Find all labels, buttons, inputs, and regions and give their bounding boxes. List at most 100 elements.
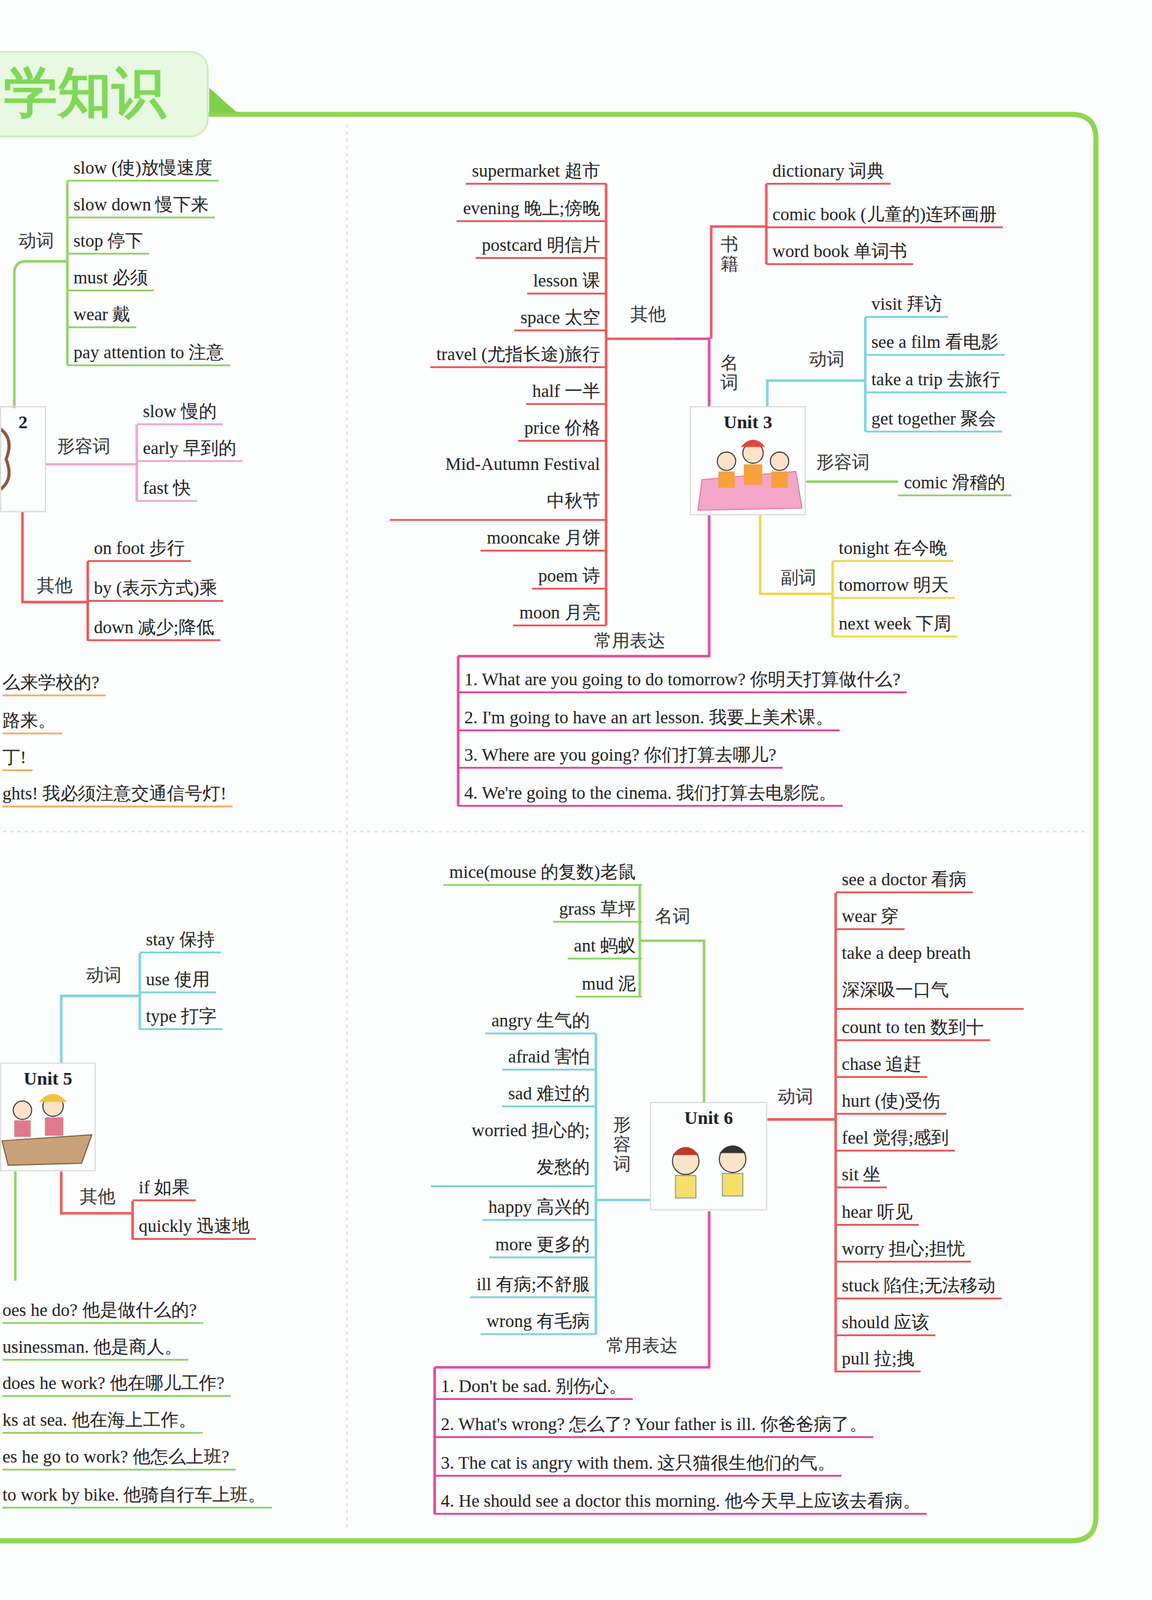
item-label: visit 拜访 (865, 291, 949, 318)
title-corner (209, 87, 237, 113)
unit-box: 2 (0, 406, 47, 513)
unit-box: Unit 3 (689, 406, 807, 516)
item-label: 4. We're going to the cinema. 我们打算去电影院。 (457, 780, 843, 808)
item-label: grass 草坪 (552, 896, 642, 924)
category-label: 动词 (808, 346, 845, 372)
item-label: 2. I'm going to have an art lesson. 我要上美… (457, 705, 839, 732)
item-label: see a film 看电影 (865, 329, 1005, 356)
item-label: ghts! 我必须注意交通信号灯! (2, 781, 233, 808)
item-label: 2. What's wrong? 怎么了? Your father is ill… (434, 1412, 873, 1439)
title-tab: 学知识 (0, 50, 209, 138)
unit-title: Unit 5 (1, 1066, 95, 1092)
branch-magenta (434, 338, 709, 1515)
item-label: more 更多的 (489, 1232, 596, 1259)
item-label: tonight 在今晚 (832, 535, 954, 563)
item-label: take a deep breath 深深吸一口气 (835, 934, 1024, 1011)
item-label: pay attention to 注意 (67, 340, 231, 367)
divider (3, 124, 1088, 1532)
item-label: moon 月亮 (513, 600, 606, 627)
item-label: lesson 课 (527, 268, 607, 295)
item-label: postcard 明信片 (475, 232, 607, 260)
child-hair (672, 1147, 700, 1156)
item-label: space 太空 (514, 305, 607, 332)
item-label: slow down 慢下来 (67, 192, 216, 219)
category-label: 其他 (36, 573, 73, 598)
item-label: sit 坐 (835, 1162, 888, 1189)
item-label: slow (使)放慢速度 (67, 155, 219, 182)
item-label: pull 拉;拽 (835, 1346, 921, 1373)
category-label: 其他 (79, 1184, 116, 1210)
unit-title: Unit 3 (691, 409, 806, 435)
item-label: dictionary 词典 (766, 158, 892, 185)
item-label: 丁! (2, 745, 33, 772)
item-label: 4. He should see a doctor this morning. … (434, 1488, 927, 1516)
title-text: 学知识 (0, 52, 207, 133)
item-label: half 一半 (525, 378, 606, 406)
item-label: next week 下周 (832, 611, 959, 638)
category-label: 副词 (780, 565, 817, 590)
branch-red (22, 183, 836, 1373)
category-label: 书籍 (720, 235, 739, 275)
boat (1, 1135, 92, 1167)
item-label: 路来。 (2, 708, 62, 735)
item-label: ill 有病;不舒服 (470, 1272, 596, 1299)
category-label: 形容词 (57, 433, 111, 459)
unit2-picture (0, 429, 10, 491)
unit-box: Unit 5 (0, 1063, 96, 1172)
child-body (675, 1174, 744, 1199)
item-label: does he work? 他在哪儿工作? (2, 1371, 231, 1398)
person-hat (38, 1094, 68, 1103)
item-label: sad 难过的 (502, 1081, 596, 1108)
item-label: chase 追赶 (835, 1051, 928, 1079)
item-label: to work by bike. 他骑自行车上班。 (2, 1482, 272, 1510)
child-head (770, 452, 789, 471)
category-label: 形容词 (613, 1115, 631, 1175)
category-label: 常用表达 (594, 628, 666, 654)
item-label: get together 聚会 (865, 406, 1003, 433)
item-label: usinessman. 他是商人。 (2, 1334, 189, 1362)
item-label: travel (尤指长途)旅行 (430, 341, 607, 369)
item-label: stop 停下 (67, 228, 150, 255)
item-label: price 价格 (518, 415, 606, 442)
category-label: 名词 (720, 353, 739, 393)
item-label: mooncake 月饼 (480, 525, 606, 552)
item-label: ant 蚂蚁 (567, 933, 642, 960)
item-label: type 打字 (139, 1004, 223, 1031)
item-label: by (表示方式)乘 (87, 575, 224, 603)
item-label: mud 泥 (575, 971, 642, 998)
item-label: evening 晚上;傍晚 (456, 195, 606, 223)
category-label: 动词 (85, 962, 122, 988)
item-label: 1. Don't be sad. 别伤心。 (434, 1374, 633, 1401)
item-label: supermarket 超市 (465, 158, 607, 185)
category-label: 动词 (777, 1084, 814, 1110)
item-label: comic book (儿童的)连环画册 (766, 201, 1004, 229)
item-label: count to ten 数到十 (835, 1015, 990, 1042)
item-label: 么来学校的? (2, 670, 106, 697)
child-body (718, 464, 788, 488)
item-label: angry 生气的 (485, 1008, 596, 1035)
item-label: worried 担心的;发愁的 (430, 1112, 596, 1188)
item-label: tomorrow 明天 (832, 572, 956, 600)
unit-title: 2 (1, 409, 45, 435)
item-label: slow 慢的 (136, 398, 223, 426)
item-label: see a doctor 看病 (835, 867, 974, 894)
child-hair (719, 1146, 746, 1154)
item-label: take a trip 去旅行 (865, 367, 1007, 394)
item-label: feel 觉得;感到 (835, 1125, 956, 1152)
item-label: es he go to work? 他怎么上班? (2, 1444, 236, 1472)
item-label: wrong 有毛病 (480, 1309, 596, 1336)
branch-pink (46, 424, 137, 502)
item-label: must 必须 (67, 265, 155, 292)
child-head (719, 1146, 746, 1173)
item-label: Mid-Autumn Festival 中秋节 (389, 445, 607, 522)
branch-cyan (61, 317, 866, 1335)
item-label: happy 高兴的 (482, 1194, 596, 1222)
category-label: 动词 (18, 228, 55, 253)
unit-box: Unit 6 (649, 1102, 768, 1212)
unit-title: Unit 6 (651, 1105, 766, 1131)
item-label: worry 担心;担忧 (835, 1236, 972, 1264)
child-hat (740, 440, 766, 448)
category-label: 形容词 (816, 449, 870, 475)
item-label: on foot 步行 (87, 535, 191, 563)
item-label: mice(mouse 的复数)老鼠 (443, 859, 642, 887)
